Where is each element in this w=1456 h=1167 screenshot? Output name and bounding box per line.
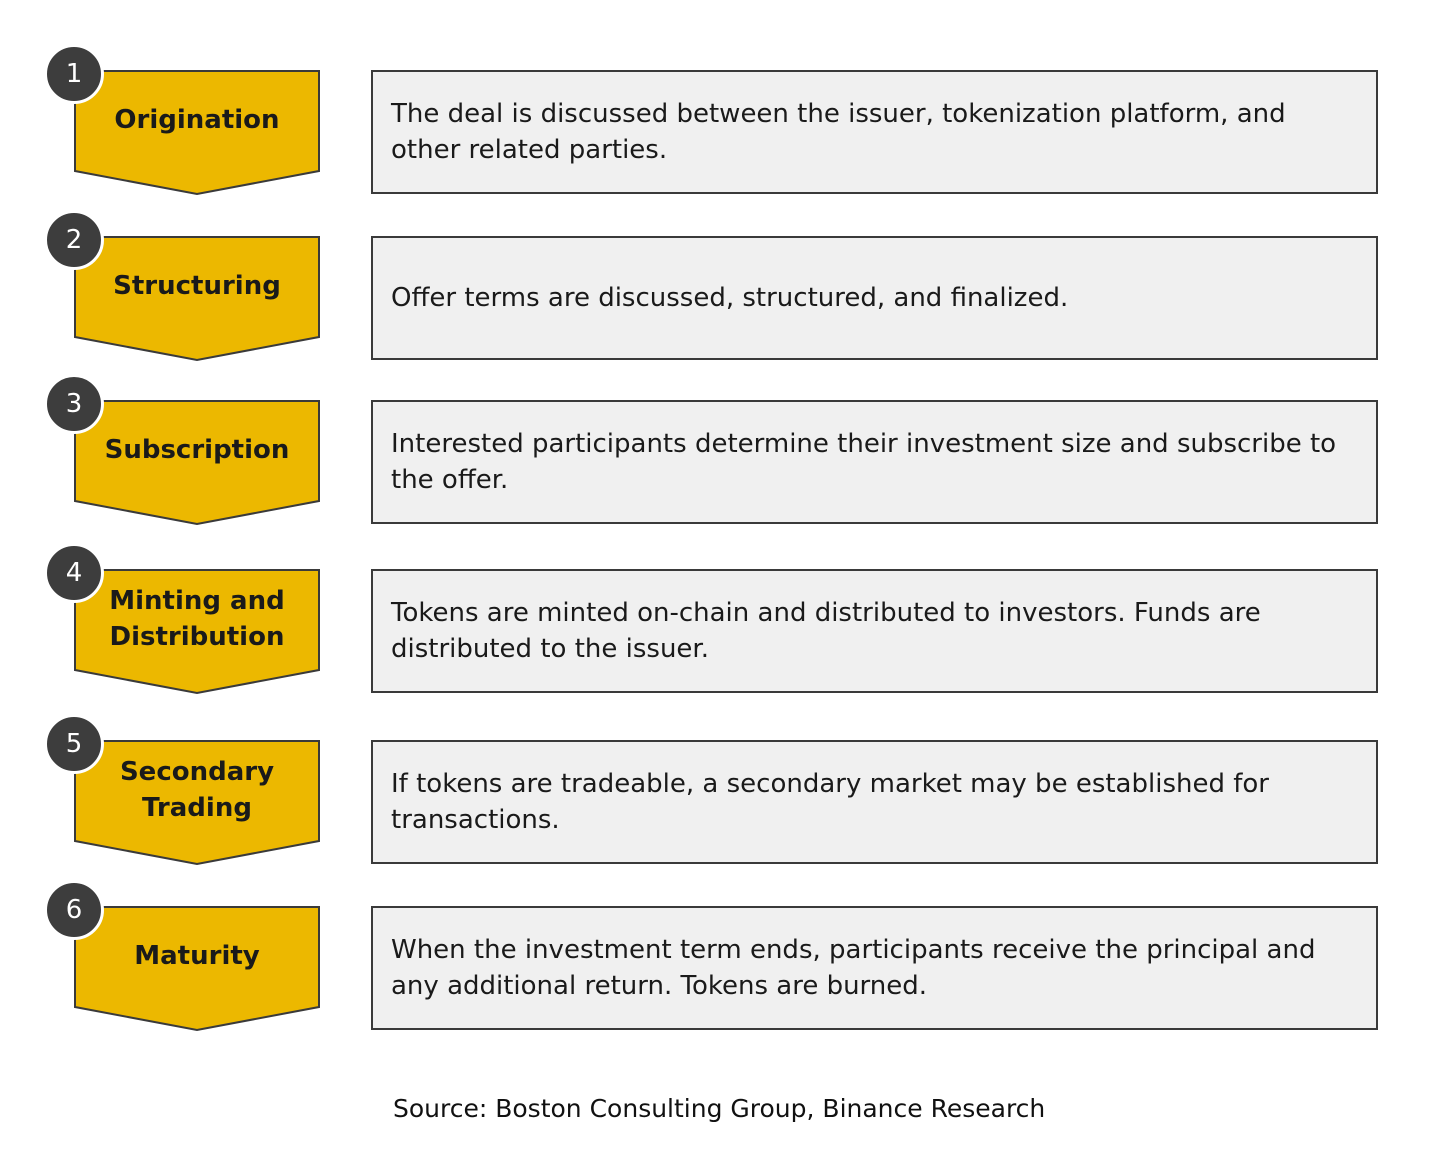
stage-label: Subscription <box>104 435 290 465</box>
stage-chevron: Secondary Trading <box>74 740 320 866</box>
step-number-badge: 6 <box>44 880 104 940</box>
stage-label: Minting and Distribution <box>109 586 285 652</box>
stage-chevron: Minting and Distribution <box>74 569 320 695</box>
stage-label: Structuring <box>113 271 281 301</box>
process-step: Structuring 2 Offer terms are discussed,… <box>0 210 1456 396</box>
process-step: Minting and Distribution 4 Tokens are mi… <box>0 543 1456 729</box>
step-description-box: Tokens are minted on-chain and distribut… <box>371 569 1378 693</box>
step-description-box: When the investment term ends, participa… <box>371 906 1378 1030</box>
stage-chevron: Subscription <box>74 400 320 526</box>
step-description-text: The deal is discussed between the issuer… <box>391 99 1286 165</box>
chevron-shape <box>74 906 320 1032</box>
source-note: Source: Boston Consulting Group, Binance… <box>393 1094 1046 1123</box>
process-step: Subscription 3 Interested participants d… <box>0 374 1456 560</box>
chevron-shape <box>74 236 320 362</box>
stage-chevron: Maturity <box>74 906 320 1032</box>
step-number-badge: 4 <box>44 543 104 603</box>
stage-chevron: Origination <box>74 70 320 196</box>
chevron-shape <box>74 400 320 526</box>
step-description-box: Interested participants determine their … <box>371 400 1378 524</box>
process-step: Secondary Trading 5 If tokens are tradea… <box>0 714 1456 900</box>
stage-label: Secondary Trading <box>119 757 275 823</box>
step-description-text: Tokens are minted on-chain and distribut… <box>391 598 1261 664</box>
step-number-badge: 3 <box>44 374 104 434</box>
process-step: Origination 1 The deal is discussed betw… <box>0 44 1456 230</box>
step-description-box: If tokens are tradeable, a secondary mar… <box>371 740 1378 864</box>
step-description-box: Offer terms are discussed, structured, a… <box>371 236 1378 360</box>
step-number-badge: 2 <box>44 210 104 270</box>
process-step: Maturity 6 When the investment term ends… <box>0 880 1456 1066</box>
chevron-shape <box>74 70 320 196</box>
step-description-text: Offer terms are discussed, structured, a… <box>391 283 1069 313</box>
step-description-text: When the investment term ends, participa… <box>391 935 1316 1001</box>
stage-chevron: Structuring <box>74 236 320 362</box>
step-number-badge: 1 <box>44 44 104 104</box>
step-description-text: If tokens are tradeable, a secondary mar… <box>391 769 1269 835</box>
stage-label: Origination <box>114 105 280 135</box>
chevron-shape <box>74 569 320 695</box>
chevron-shape <box>74 740 320 866</box>
step-description-box: The deal is discussed between the issuer… <box>371 70 1378 194</box>
step-description-text: Interested participants determine their … <box>391 429 1337 495</box>
stage-label: Maturity <box>134 941 260 971</box>
step-number-badge: 5 <box>44 714 104 774</box>
